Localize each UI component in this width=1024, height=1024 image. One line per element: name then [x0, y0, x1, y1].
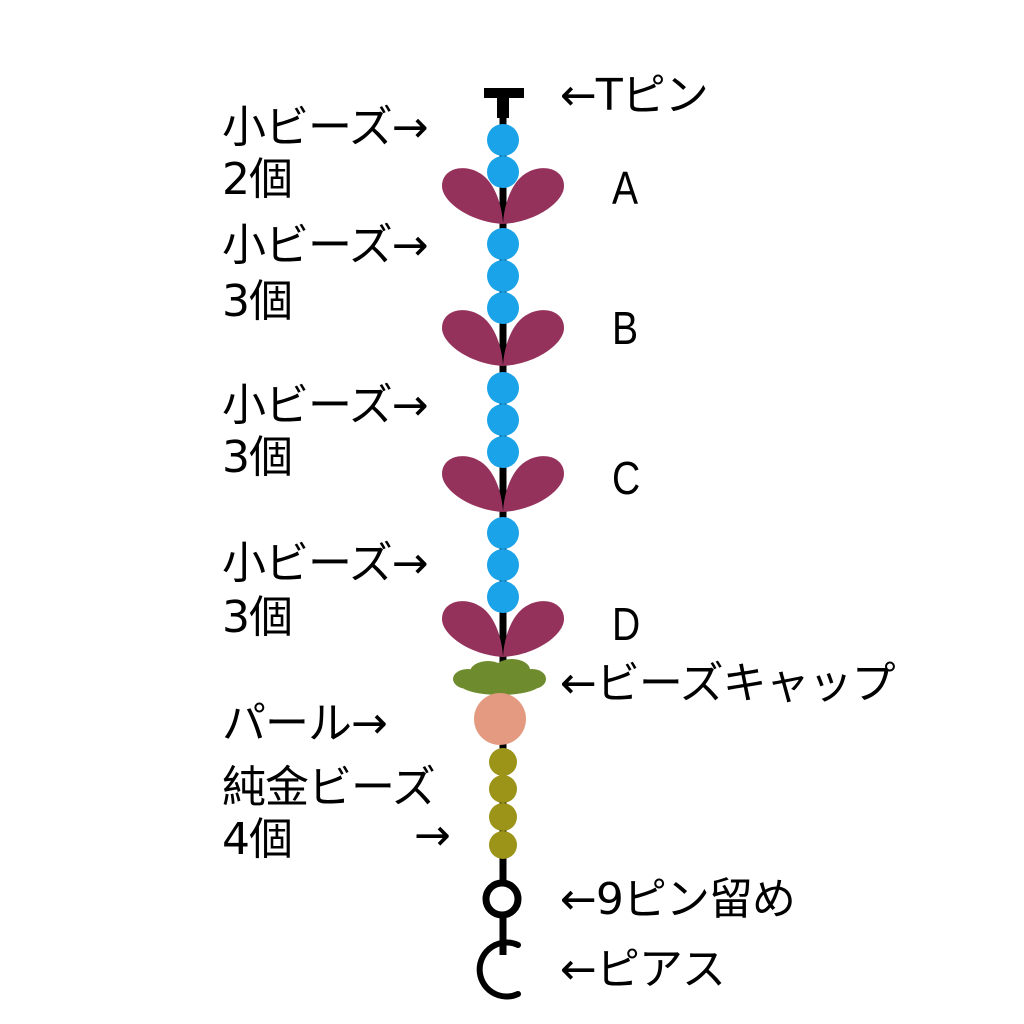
petal-left [442, 456, 503, 512]
gold-bead [489, 803, 517, 831]
small-bead [487, 260, 519, 292]
petal-right [503, 456, 564, 512]
bead-cap [453, 659, 546, 695]
petal-right [503, 310, 564, 366]
small-beads-count-2: 3個 [222, 276, 293, 327]
petal-pairs [442, 168, 564, 657]
bead-cap-label: ←ビーズキャップ [560, 658, 896, 709]
small-beads-label-3: 小ビーズ→ [222, 380, 429, 431]
small-bead [487, 404, 519, 436]
petal-left [442, 168, 503, 224]
gold-beads-count: 4個 [222, 814, 293, 865]
t-pin-neck [497, 92, 509, 118]
gold-bead [489, 748, 517, 776]
earring-hook [476, 939, 521, 1000]
small-beads [487, 124, 519, 613]
small-beads-count-4: 3個 [222, 592, 293, 643]
gold-bead [489, 775, 517, 803]
small-beads-count-3: 3個 [222, 432, 293, 483]
petal-right [503, 601, 564, 657]
small-bead [487, 372, 519, 404]
petal-left [442, 601, 503, 657]
small-bead [487, 549, 519, 581]
small-bead [487, 436, 519, 468]
small-beads-label-1: 小ビーズ→ [222, 102, 429, 153]
petal-label-a: A [612, 162, 639, 214]
gold-beads [489, 748, 517, 859]
gold-beads-arrow: → [414, 810, 451, 861]
pearl-label: パール→ [222, 698, 388, 749]
small-beads-label-4: 小ビーズ→ [222, 538, 429, 589]
petal-right [503, 168, 564, 224]
small-bead [487, 124, 519, 156]
small-bead [487, 228, 519, 260]
pearl [474, 693, 526, 745]
small-bead [487, 581, 519, 613]
petal-label-d: D [612, 598, 641, 650]
small-bead [487, 292, 519, 324]
t-pin-label: ←Tピン [560, 70, 709, 121]
petal-label-c: C [612, 452, 641, 504]
petal-label-b: B [612, 302, 639, 354]
nine-pin-loop [482, 879, 522, 919]
gold-beads-label: 純金ビーズ [222, 762, 436, 813]
small-bead [487, 156, 519, 188]
nine-pin-label: ←9ピン留め [560, 874, 796, 925]
gold-bead [489, 831, 517, 859]
earring-label: ←ピアス [560, 944, 726, 995]
small-beads-label-2: 小ビーズ→ [222, 220, 429, 271]
small-bead [487, 517, 519, 549]
petal-left [442, 310, 503, 366]
small-beads-count-1: 2個 [222, 154, 293, 205]
